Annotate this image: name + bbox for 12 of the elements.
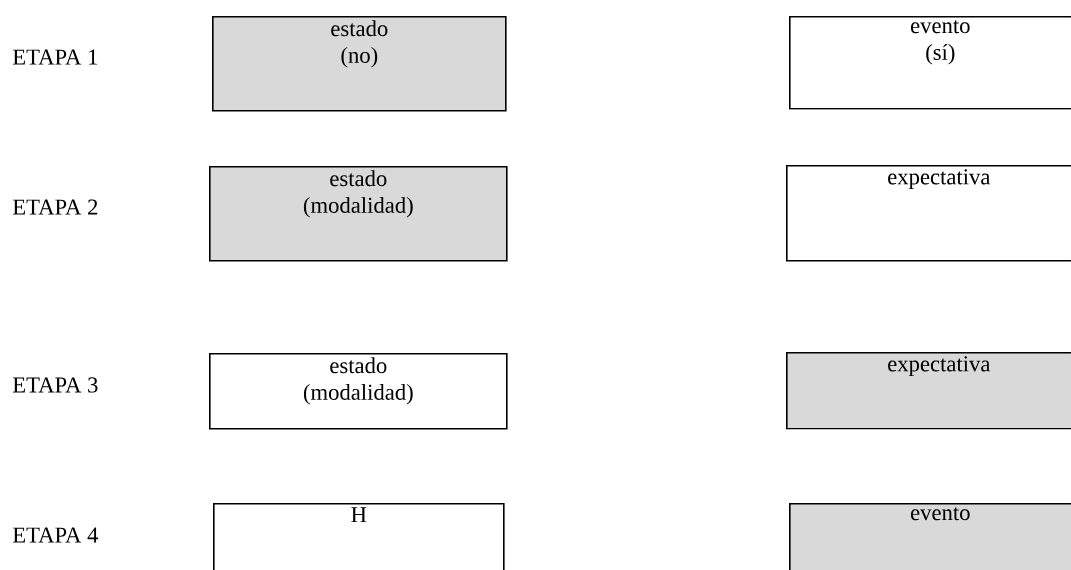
process-box: expectativa (786, 352, 1071, 430)
process-box: H (213, 503, 505, 570)
stage-label: ETAPA 3 (12, 377, 98, 393)
process-box: evento (789, 503, 1071, 570)
stage-label: ETAPA 4 (12, 527, 99, 543)
process-box: expectativa (786, 165, 1071, 262)
process-box: estado (no) (212, 16, 507, 112)
stage-label: ETAPA 1 (12, 49, 98, 65)
process-box: evento (sí) (789, 16, 1071, 110)
stage-label: ETAPA 2 (12, 199, 98, 215)
process-box: estado (modalidad) (209, 166, 508, 262)
process-box: estado (modalidad) (209, 353, 508, 430)
